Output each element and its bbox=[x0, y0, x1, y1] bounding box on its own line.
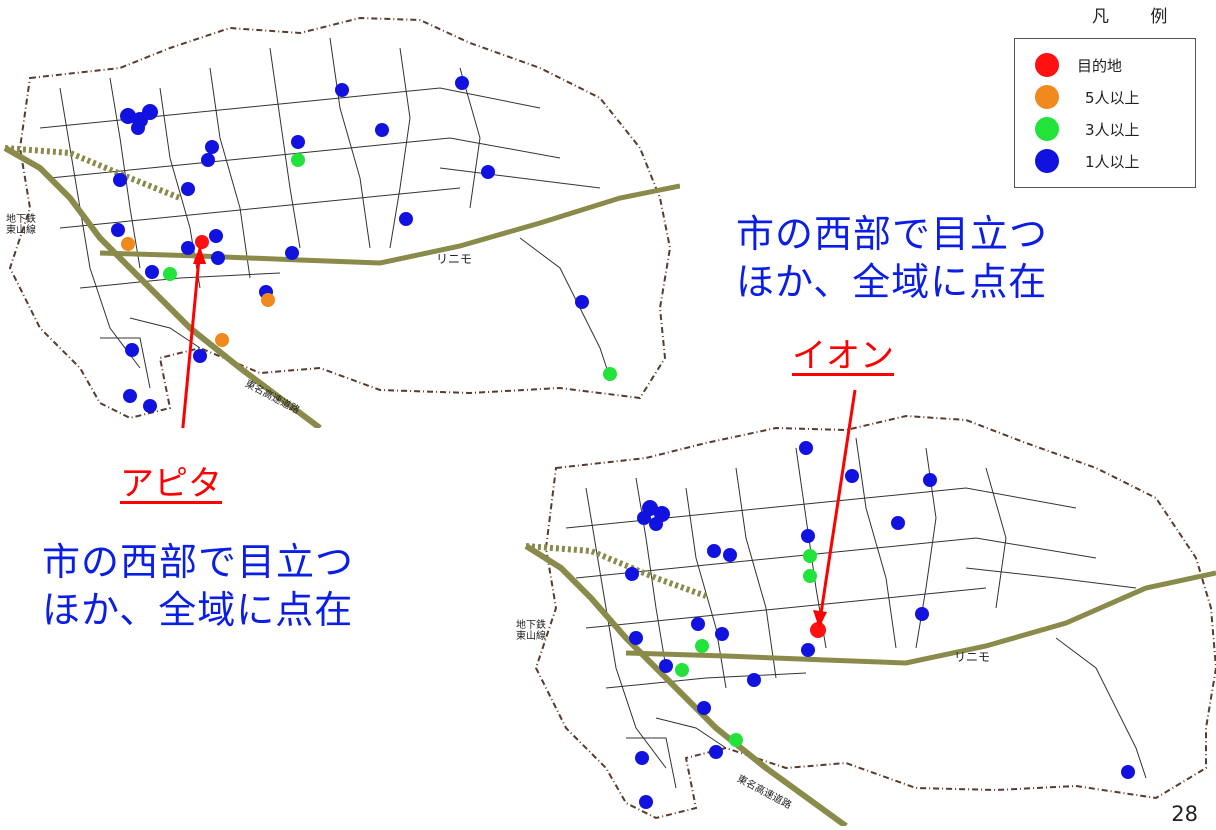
caption-bottom-line2: ほか、全域に点在 bbox=[42, 588, 354, 632]
subway-line-top-solid bbox=[3, 145, 322, 428]
caption-bottom-line1: 市の西部で目立つ bbox=[42, 540, 355, 584]
destination-label-apita: アピタ bbox=[120, 464, 222, 504]
arrow-apita bbox=[181, 247, 202, 428]
road-label-linimo-top: リニモ bbox=[436, 252, 473, 266]
caption-top-line2: ほか、全域に点在 bbox=[736, 260, 1048, 304]
caption-top-map: 市の西部で目立つ ほか、全域に点在 bbox=[736, 210, 1048, 306]
legend-label-destination: 目的地 bbox=[1077, 56, 1123, 75]
legend-item-destination: 目的地 bbox=[1035, 51, 1122, 79]
legend-item-five-plus: 5人以上 bbox=[1035, 83, 1140, 111]
legend-dot-five-plus bbox=[1035, 85, 1059, 109]
legend-item-three-plus: 3人以上 bbox=[1035, 115, 1140, 143]
arrow-apita-head bbox=[193, 246, 206, 264]
legend: 目的地 5人以上 3人以上 1人以上 bbox=[1014, 38, 1196, 188]
caption-top-line1: 市の西部で目立つ bbox=[736, 212, 1049, 256]
legend-dot-three-plus bbox=[1035, 117, 1059, 141]
map-top bbox=[3, 16, 680, 428]
road-label-subway-top: 地下鉄 東山線 bbox=[6, 214, 36, 236]
arrow-aeon bbox=[813, 389, 857, 628]
legend-dot-destination bbox=[1035, 53, 1059, 77]
dots-top bbox=[111, 76, 617, 413]
legend-item-one-plus: 1人以上 bbox=[1035, 147, 1140, 175]
legend-label-three-plus: 3人以上 bbox=[1085, 120, 1140, 139]
page-number: 28 bbox=[1171, 802, 1198, 826]
caption-bottom-map: 市の西部で目立つ ほか、全域に点在 bbox=[42, 538, 354, 634]
road-label-subway-bottom: 地下鉄 東山線 bbox=[516, 620, 546, 642]
subway-line-bottom-solid bbox=[524, 543, 848, 826]
city-boundary-bottom bbox=[534, 414, 1216, 820]
legend-dot-one-plus bbox=[1035, 149, 1059, 173]
street-network-top bbox=[39, 37, 611, 389]
destination-label-aeon: イオン bbox=[792, 336, 894, 376]
road-label-linimo-bottom: リニモ bbox=[954, 650, 991, 664]
subway-line-top bbox=[4, 145, 182, 201]
legend-title: 凡 例 bbox=[1092, 7, 1186, 27]
city-boundary-top bbox=[8, 16, 672, 420]
legend-label-five-plus: 5人以上 bbox=[1085, 88, 1140, 107]
legend-label-one-plus: 1人以上 bbox=[1085, 152, 1140, 171]
subway-line-bottom bbox=[525, 543, 708, 599]
linimo-line-bottom bbox=[625, 570, 1216, 666]
map-bottom bbox=[524, 414, 1216, 826]
dots-bottom bbox=[625, 441, 1135, 809]
